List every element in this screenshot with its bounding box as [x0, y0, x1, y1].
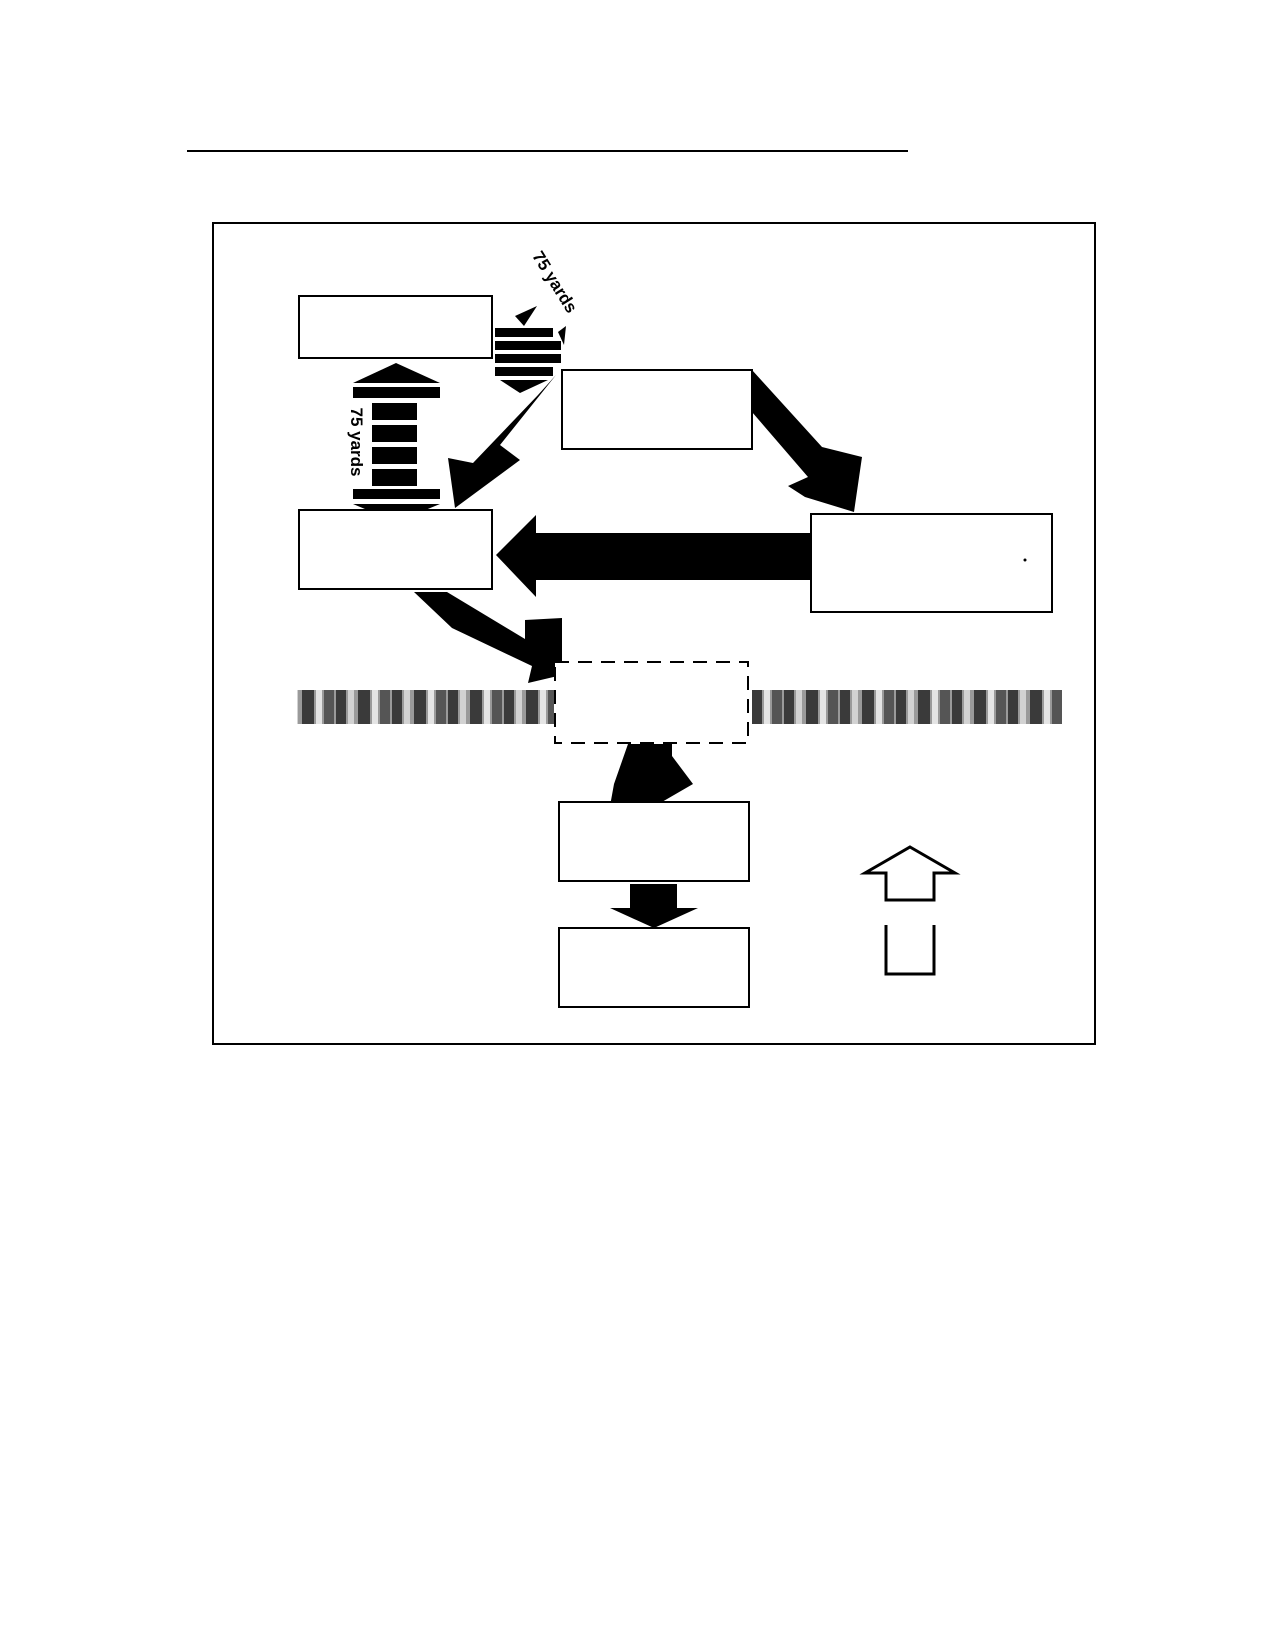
- diagram-frame: [212, 222, 1096, 1045]
- box-lower-center: [558, 801, 750, 882]
- distance-label-top: 75 yards: [528, 248, 581, 317]
- box-top-left: [298, 295, 493, 359]
- box-middle-left: [298, 509, 493, 590]
- arrow-top-to-left: [448, 375, 556, 508]
- box-bottom-center: [558, 927, 750, 1008]
- box-middle-right: [810, 513, 1053, 613]
- hatched-band-right: [752, 690, 1062, 724]
- box-top-center: [561, 369, 753, 450]
- striped-double-arrow-vertical: [353, 363, 440, 522]
- distance-label-left: 75 yards: [347, 408, 366, 477]
- arrow-mid-to-bottom: [610, 884, 698, 928]
- arrow-dashed-to-mid: [610, 744, 693, 806]
- north-arrow-icon: [859, 845, 961, 976]
- speck-dot: [1023, 558, 1027, 562]
- hatched-band-left: [297, 690, 554, 724]
- striped-double-arrow-diagonal: [495, 306, 566, 393]
- arrow-top-to-right: [752, 370, 862, 512]
- arrow-left-to-dashed: [414, 592, 562, 683]
- box-dashed-crossing: [554, 661, 749, 744]
- arrow-right-to-left: [496, 515, 811, 597]
